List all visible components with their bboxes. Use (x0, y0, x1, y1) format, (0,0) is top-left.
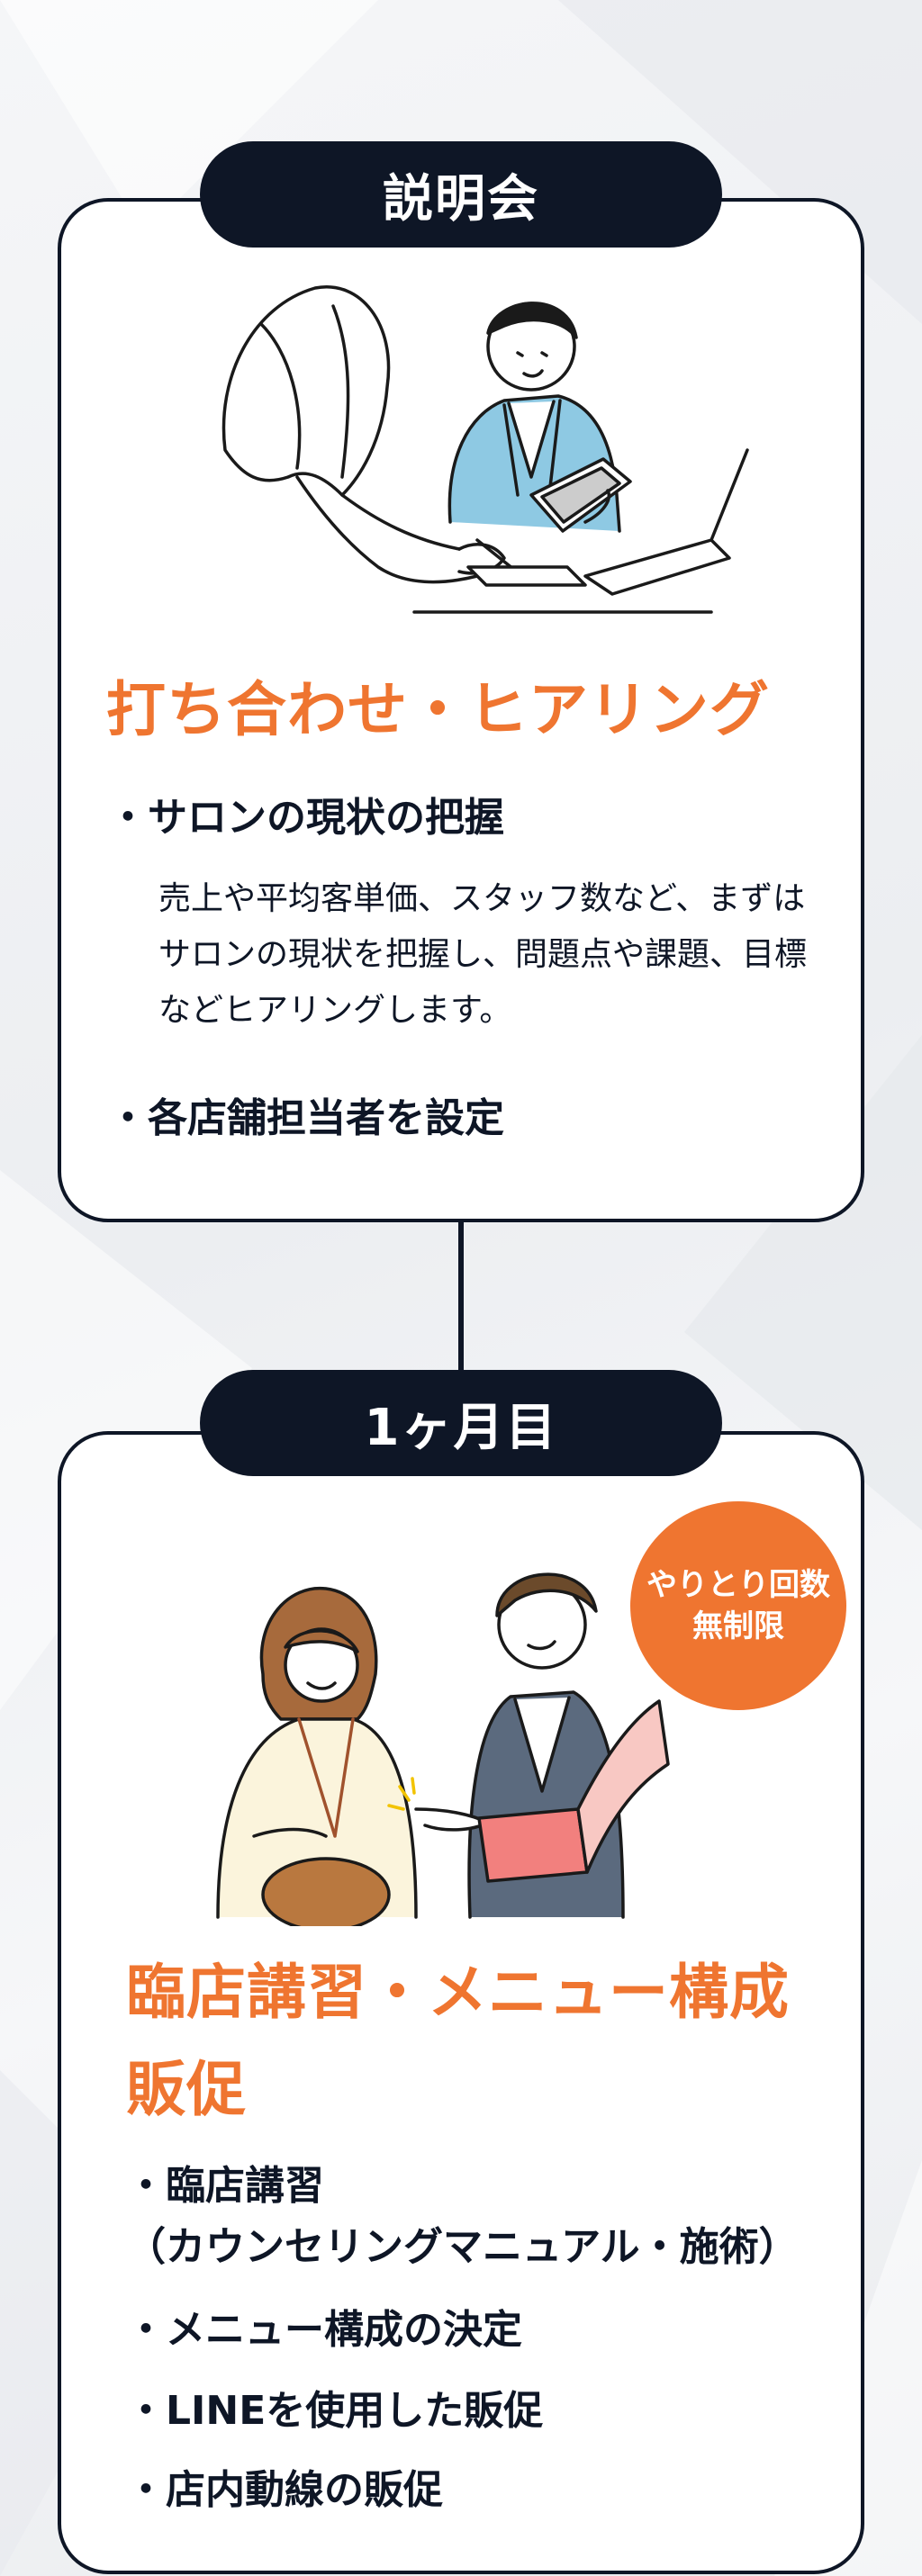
bullet-marker: ・ (108, 795, 148, 841)
step-card-briefing (58, 198, 864, 1222)
consulting-illustration (216, 1572, 670, 1926)
bullet-text: LINEを使用した販促 (166, 2388, 544, 2434)
step-heading-promotion: 販促 (126, 2055, 247, 2124)
bullet-text: （カウンセリングマニュアル・施術） (126, 2224, 799, 2270)
bullet-marker: ・ (126, 2467, 166, 2513)
bullet-store-manager: ・ 各店舗担当者を設定 (108, 1085, 504, 1143)
bullet-text: 店内動線の販促 (166, 2467, 443, 2513)
bullet-menu-decision: ・ メニュー構成の決定 (126, 2297, 522, 2355)
step-label-briefing: 説明会 (200, 141, 722, 248)
bullet-text: メニュー構成の決定 (166, 2307, 522, 2353)
bullet-line-promotion: ・ LINEを使用した販促 (126, 2378, 543, 2436)
description-text: 売上や平均客単価、スタッフ数など、まずは サロンの現状を把握し、問題点や課題、目… (158, 871, 807, 1039)
bullet-marker: ・ (108, 1095, 148, 1141)
bullet-text: 各店舗担当者を設定 (148, 1095, 504, 1141)
step-connector-line (458, 1222, 464, 1374)
bullet-salon-status: ・ サロンの現状の把握 (108, 785, 504, 842)
meeting-illustration (221, 285, 749, 614)
unlimited-exchanges-badge: やりとり回数 無制限 (630, 1501, 846, 1710)
bullet-store-training: ・ 臨店講習 (126, 2153, 324, 2211)
description-line: 売上や平均客単価、スタッフ数など、まずは (158, 880, 806, 917)
bullet-text: 臨店講習 (166, 2163, 324, 2209)
badge-line: 無制限 (692, 1608, 784, 1644)
bullet-text: サロンの現状の把握 (148, 795, 504, 841)
bullet-training-detail: （カウンセリングマニュアル・施術） (126, 2214, 799, 2272)
step-label-first-month: 1ヶ月目 (200, 1370, 722, 1476)
description-line: サロンの現状を把握し、問題点や課題、目標 (158, 936, 808, 973)
step-heading-training: 臨店講習・メニュー構成 (126, 1958, 790, 2027)
badge-line: やりとり回数 (646, 1567, 830, 1603)
bullet-marker: ・ (126, 2388, 166, 2434)
step-heading-hearing: 打ち合わせ・ヒアリング (106, 675, 770, 744)
bullet-marker: ・ (126, 2163, 166, 2209)
bullet-store-flow-promotion: ・ 店内動線の販促 (126, 2457, 443, 2515)
description-line: などヒアリングします。 (158, 992, 512, 1029)
bullet-marker: ・ (126, 2307, 166, 2353)
